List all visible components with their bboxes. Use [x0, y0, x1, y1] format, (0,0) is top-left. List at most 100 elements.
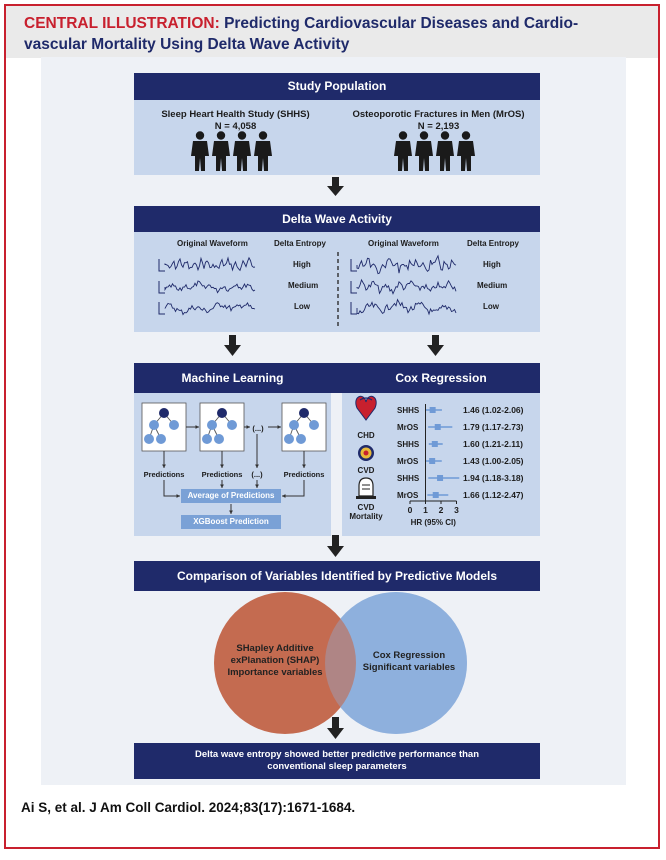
venn-left-circle	[214, 592, 356, 734]
waveform-left-high	[164, 256, 256, 272]
person-silhouette-icon	[436, 131, 454, 171]
arrowhead-icon	[176, 494, 180, 498]
arrow-down-icon	[427, 335, 444, 356]
tree-node	[149, 420, 159, 430]
arrowhead-icon	[277, 425, 281, 429]
hr-point	[432, 492, 439, 498]
waveform-left-low	[164, 301, 256, 316]
person-silhouette-icon	[415, 131, 433, 171]
hr-value: 1.43 (1.00-2.05)	[463, 456, 524, 466]
predictions-label-3: Predictions	[283, 470, 325, 479]
header: CENTRAL ILLUSTRATION: Predicting Cardiov…	[6, 6, 658, 58]
arrowhead-icon	[195, 425, 199, 429]
ml-cox-header	[134, 363, 540, 393]
shhs-cohort-name: Sleep Heart Health Study (SHHS)	[161, 109, 310, 120]
person-silhouette-icon	[233, 131, 251, 171]
arrow-down-icon	[327, 177, 344, 196]
scale-bar-left-medium	[158, 281, 165, 294]
left-entropy-label: Delta Entropy	[274, 239, 327, 248]
person-silhouette-icon	[212, 131, 230, 171]
delta-wave-header: Delta Wave Activity	[134, 206, 540, 232]
right-waveform-label: Original Waveform	[368, 239, 439, 248]
cohort-label: MrOS	[397, 423, 419, 432]
x-tick-label: 1	[423, 505, 428, 515]
left-level-low: Low	[294, 302, 310, 311]
arrowhead-icon	[220, 464, 224, 468]
venn-left-line-1: SHapley Additive	[236, 643, 314, 654]
delta-wave-box	[134, 232, 540, 332]
waveform-left-medium	[164, 280, 256, 294]
person-silhouette-icon	[394, 131, 412, 171]
waveform-right-medium	[356, 278, 457, 295]
venn-right-line-2: Significant variables	[362, 662, 456, 673]
tree-node	[214, 434, 224, 444]
title-text-2: vascular Mortality Using Delta Wave Acti…	[24, 36, 350, 53]
tree-node	[156, 434, 166, 444]
hr-value: 1.94 (1.18-3.18)	[463, 473, 524, 483]
title-text-1: Predicting Cardiovascular Diseases and C…	[224, 15, 579, 32]
cox-regression-box	[342, 393, 540, 536]
mros-cohort-name: Osteoporotic Fractures in Men (MrOS)	[352, 109, 525, 120]
right-level-high: High	[483, 260, 501, 269]
prediction-arrow	[163, 480, 180, 497]
tree-node	[159, 408, 169, 418]
x-tick-label: 2	[439, 505, 444, 515]
arrowhead-icon	[255, 484, 259, 488]
title-line-1: CENTRAL ILLUSTRATION: Predicting Cardiov…	[24, 15, 578, 33]
tree-node	[202, 434, 212, 444]
scale-bar-left-low	[158, 302, 165, 315]
waveform-right-low	[356, 298, 457, 316]
right-entropy-label: Delta Entropy	[467, 239, 520, 248]
tree-node	[309, 420, 319, 430]
outcome-cvd: CVD	[357, 466, 375, 475]
person-silhouette-icon	[254, 131, 272, 171]
cohort-label: MrOS	[397, 457, 419, 466]
arrowhead-icon	[255, 464, 259, 468]
hr-value: 1.60 (1.21-2.11)	[463, 439, 523, 449]
conclusion-line-2: conventional sleep parameters	[267, 761, 407, 772]
tombstone-icon	[356, 477, 376, 499]
hr-point	[434, 424, 441, 430]
left-waveform-label: Original Waveform	[177, 239, 248, 248]
outcome-chd: CHD	[357, 431, 375, 440]
figure-border	[4, 4, 660, 849]
conclusion-box: Delta wave entropy showed better predict…	[134, 743, 540, 779]
venn-left-line-2: exPlanation (SHAP)	[230, 655, 320, 666]
hr-point	[429, 458, 436, 464]
cohort-label: SHHS	[397, 440, 420, 449]
hr-point	[429, 407, 436, 413]
xgboost-prediction-box: XGBoost Prediction	[181, 515, 281, 529]
x-axis-label: HR (95% CI)	[411, 518, 457, 527]
arrowhead-icon	[229, 510, 233, 514]
shhs-cohort-n: N = 4,058	[214, 121, 257, 132]
predictions-label-1: Predictions	[143, 470, 185, 479]
arrow-down-icon	[224, 335, 241, 356]
tree-node	[144, 434, 154, 444]
hr-value: 1.79 (1.17-2.73)	[463, 422, 524, 432]
cohort-label: MrOS	[397, 491, 419, 500]
venn-right-line-1: Cox Regression	[372, 650, 446, 661]
scale-bar-right-low	[350, 302, 357, 315]
prediction-arrow	[282, 480, 305, 497]
study-population-header: Study Population	[134, 73, 540, 100]
venn-left-line-3: Importance variables	[227, 667, 323, 678]
tree-node	[299, 408, 309, 418]
mros-cohort-n: N = 2,193	[417, 121, 460, 132]
hr-point	[437, 475, 444, 481]
scale-bar-left-high	[158, 259, 165, 272]
tree-node	[207, 420, 217, 430]
heart-icon	[355, 395, 377, 421]
tree-node	[296, 434, 306, 444]
outcome-cvd-mortality: CVD Mortality	[349, 503, 383, 521]
arrowhead-icon	[302, 464, 306, 468]
machine-learning-title: Machine Learning	[181, 371, 284, 385]
x-tick-label: 0	[408, 505, 413, 515]
arrowhead-icon	[220, 484, 224, 488]
